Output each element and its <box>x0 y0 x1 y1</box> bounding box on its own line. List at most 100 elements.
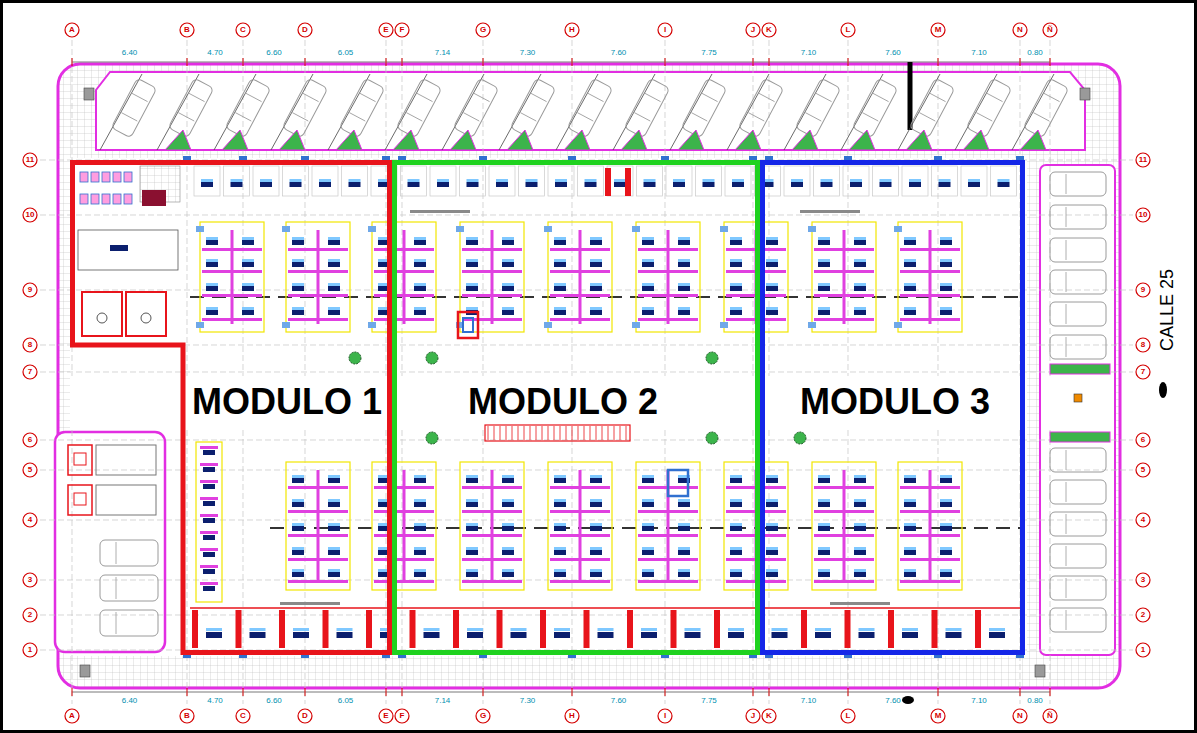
car-body <box>852 78 898 138</box>
dimension: 6.05 <box>338 697 354 705</box>
door-frame <box>625 168 631 196</box>
grid-bubble <box>23 283 37 297</box>
dimension: 7.10 <box>971 697 987 705</box>
grid-line <box>402 430 403 704</box>
desk-cap <box>902 628 918 631</box>
desk-cap <box>502 259 514 262</box>
grid-axis-letter: E <box>383 712 388 720</box>
grid-bubble <box>23 338 37 352</box>
desk-cap <box>466 475 478 478</box>
grid-axis-number: 5 <box>1141 466 1145 474</box>
partition <box>200 531 218 534</box>
grid-axis-number: 10 <box>1139 211 1148 219</box>
column <box>368 322 376 328</box>
desk-symbol <box>766 550 778 555</box>
desk-symbol <box>526 182 538 187</box>
car-window <box>1033 113 1049 121</box>
desk-cap <box>940 283 952 286</box>
grid-bubble <box>931 23 945 37</box>
grid-bubble <box>23 463 37 477</box>
office-cell <box>873 166 899 196</box>
stair-step <box>542 426 543 440</box>
grid-bubble <box>1136 463 1150 477</box>
desk-symbol <box>496 182 508 187</box>
office-cell <box>342 166 368 196</box>
desk-symbol <box>904 240 916 245</box>
desk-symbol <box>730 502 742 507</box>
partition <box>814 270 874 273</box>
desk-symbol <box>940 526 952 531</box>
desk-cap <box>349 179 361 182</box>
desk-symbol <box>466 262 478 267</box>
wall-segment <box>800 210 860 213</box>
car-window <box>235 113 251 121</box>
grid-axis-letter: F <box>400 26 405 34</box>
car-symbol <box>453 78 499 138</box>
desk-cap <box>206 628 222 631</box>
desk-symbol <box>203 501 215 506</box>
partition <box>550 510 610 513</box>
desk-symbol <box>290 182 302 187</box>
desk-symbol <box>206 240 218 245</box>
partition-red <box>366 610 372 648</box>
sanitary-fixture <box>80 194 88 204</box>
module-border <box>763 163 1023 653</box>
desk-symbol <box>590 240 602 245</box>
desk-cap <box>818 499 830 502</box>
grid-bubble <box>23 608 37 622</box>
column <box>808 322 816 328</box>
desk-symbol <box>424 632 440 638</box>
desk-symbol <box>854 478 866 483</box>
desk-cap <box>590 547 602 550</box>
module-border <box>395 163 758 653</box>
desk-cap <box>292 259 304 262</box>
grid-bubble <box>298 709 312 723</box>
dimension: 0.80 <box>1027 697 1043 705</box>
grid-axis-letter: N <box>1017 712 1023 720</box>
dimension-tick <box>1050 58 1051 66</box>
grid-axis-letter: H <box>569 712 575 720</box>
sanitary-fixture <box>113 194 121 204</box>
desk-symbol <box>590 478 602 483</box>
desk-symbol <box>328 526 340 531</box>
partition-red <box>888 610 894 648</box>
desk-symbol <box>642 572 654 577</box>
desk-symbol <box>940 240 952 245</box>
desk-symbol <box>818 550 830 555</box>
stair-step <box>488 426 489 440</box>
grid-axis-letter: G <box>480 26 486 34</box>
pavement <box>58 64 1120 688</box>
car-window <box>873 93 889 101</box>
desk-cap <box>815 628 831 631</box>
planter <box>279 130 305 150</box>
desk-cap <box>818 283 830 286</box>
desk-cap <box>678 307 690 310</box>
wall-segment <box>410 210 470 213</box>
desk-symbol <box>201 182 213 187</box>
desk-symbol <box>728 632 744 638</box>
desk-cap <box>644 179 656 182</box>
car-window <box>634 113 650 121</box>
parking-stall-line <box>157 74 199 150</box>
desk-cap <box>328 569 340 572</box>
sanitary-fixture <box>97 313 107 323</box>
partition <box>288 248 348 251</box>
desk-symbol <box>904 286 916 291</box>
grid-bubble <box>236 709 250 723</box>
column <box>368 226 376 232</box>
stair-step <box>566 426 567 440</box>
desk-cap <box>818 475 830 478</box>
dimension-tick <box>769 688 770 696</box>
partition <box>317 230 320 324</box>
grid-line <box>665 40 666 376</box>
grid-line <box>483 430 484 704</box>
desk-symbol <box>554 502 566 507</box>
car-window <box>116 577 117 599</box>
desk-cap <box>328 547 340 550</box>
desk-cap <box>940 307 952 310</box>
partition <box>200 514 218 517</box>
tree-symbol <box>706 352 718 364</box>
desk-cap <box>940 499 952 502</box>
car-symbol <box>282 78 328 138</box>
desk-symbol <box>231 182 243 187</box>
